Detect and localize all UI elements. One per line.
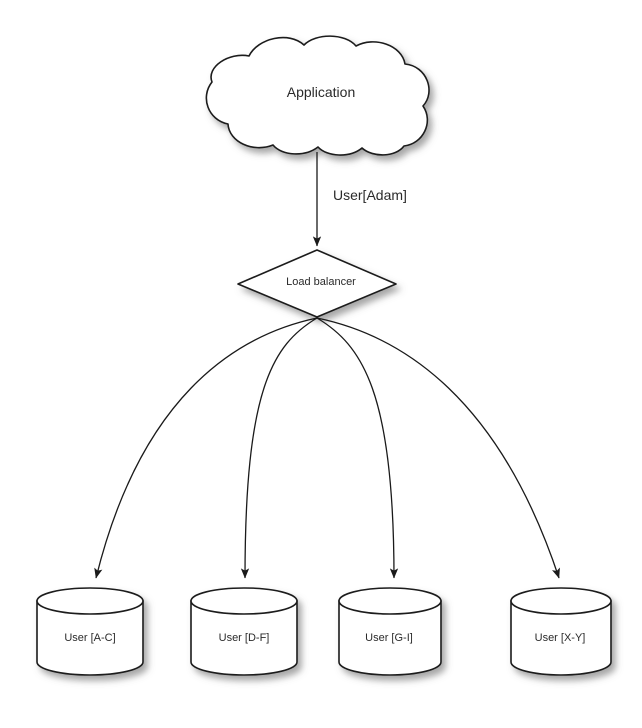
application-cloud-shape[interactable] [205, 35, 430, 156]
edge-load-balancer-to-shard-g-i [316, 317, 399, 579]
shard-g-i-label: User [G-I] [365, 632, 413, 644]
shard-g-i-shape[interactable] [338, 587, 442, 676]
shard-a-c-shape[interactable] [36, 587, 144, 676]
shard-a-c-label: User [A-C] [64, 632, 116, 644]
edge-load-balancer-to-shard-x-y [316, 317, 560, 579]
shard-x-y-label: User [X-Y] [534, 632, 586, 644]
edge-load-balancer-to-shard-a-c [94, 317, 318, 579]
application-cloud-label: Application [286, 84, 356, 100]
shard-d-f-shape[interactable] [190, 587, 298, 676]
load-balancer-shape[interactable] [237, 249, 397, 318]
shard-x-y-shape[interactable] [510, 587, 612, 676]
edge-load-balancer-to-shard-d-f [240, 317, 318, 579]
edge-user-adam-label: User[Adam] [333, 187, 407, 203]
shard-d-f-label: User [D-F] [218, 632, 270, 644]
load-balancer-label: Load balancer [286, 276, 356, 288]
